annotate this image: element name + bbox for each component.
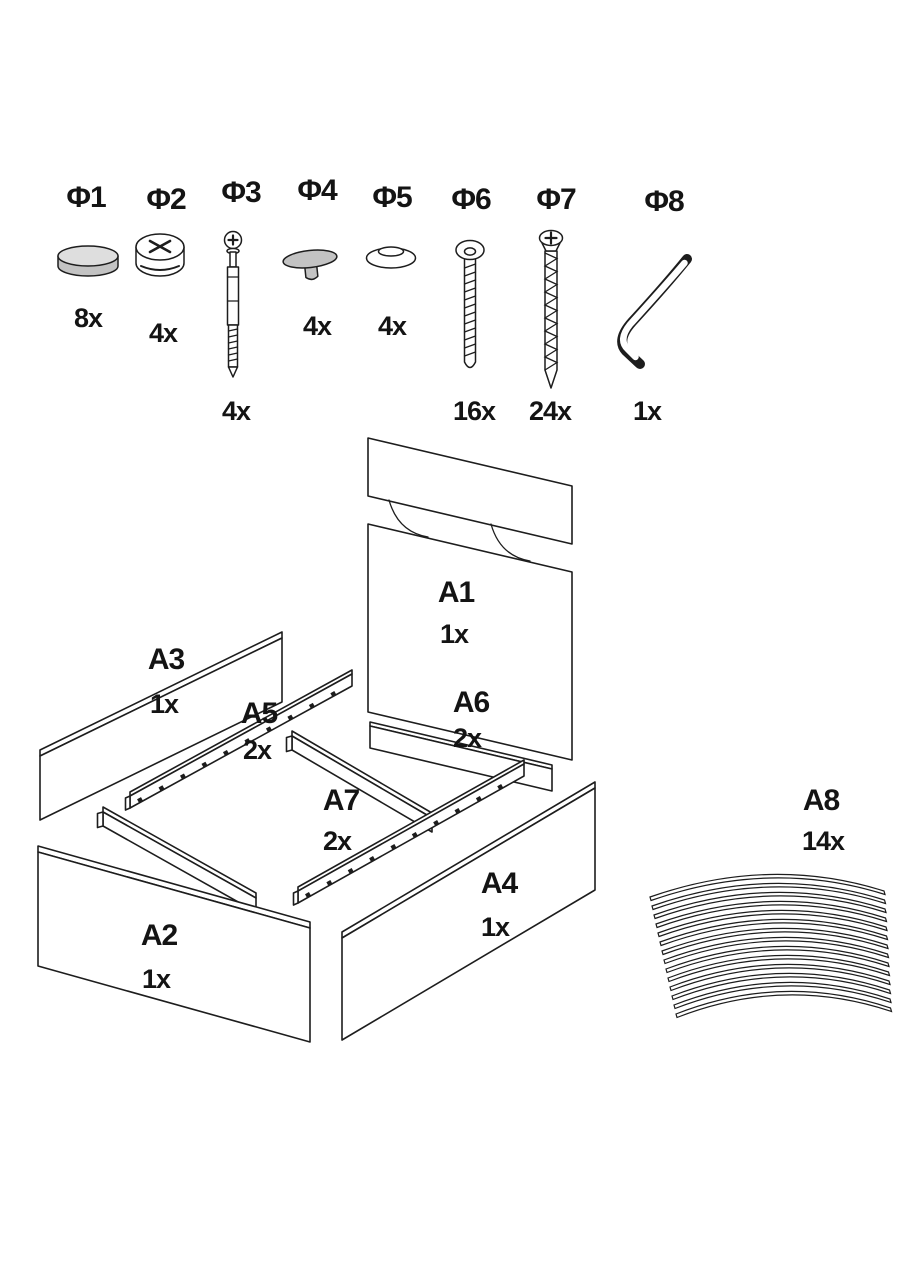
panel-a2-footboard bbox=[37, 845, 311, 1043]
hardware-phi1-label: Φ1 bbox=[66, 181, 106, 214]
hardware-phi2-qty: 4x bbox=[149, 318, 178, 348]
slat bbox=[659, 918, 889, 947]
panel-a5-label: A5 bbox=[241, 697, 278, 730]
slat bbox=[661, 927, 889, 956]
slat bbox=[651, 882, 887, 911]
hardware-phi4-label: Φ4 bbox=[297, 174, 338, 207]
slat bbox=[673, 981, 892, 1010]
slat bbox=[667, 954, 891, 983]
panel-a2-label: A2 bbox=[141, 919, 178, 952]
hardware-phi8-qty: 1x bbox=[633, 396, 662, 426]
slat bbox=[649, 873, 886, 902]
round-cover-cap-icon bbox=[57, 245, 119, 277]
panel-a6-label: A6 bbox=[453, 686, 490, 719]
slat bbox=[665, 945, 890, 974]
hardware-phi8-label: Φ8 bbox=[644, 185, 684, 218]
slat bbox=[663, 936, 890, 965]
hardware-phi7-label: Φ7 bbox=[536, 183, 576, 216]
hardware-phi7-qty: 24x bbox=[529, 396, 572, 426]
beam-a7-1 bbox=[285, 730, 433, 833]
hardware-phi6-label: Φ6 bbox=[451, 183, 491, 216]
panel-a3-side-rail bbox=[39, 631, 283, 821]
panel-a4-qty: 1x bbox=[481, 912, 510, 942]
slat bbox=[669, 963, 891, 992]
panel-a4-side-rail bbox=[341, 781, 596, 1041]
slat bbox=[671, 972, 892, 1001]
panel-a7-qty: 2x bbox=[323, 826, 352, 856]
push-cap-icon bbox=[282, 249, 338, 281]
panel-a8-label: A8 bbox=[803, 784, 840, 817]
hardware-phi3-label: Φ3 bbox=[221, 176, 261, 209]
hardware-phi1-qty: 8x bbox=[74, 303, 103, 333]
hardware-phi5-label: Φ5 bbox=[372, 181, 412, 214]
panel-a8-slats bbox=[649, 873, 893, 1019]
slat bbox=[675, 990, 893, 1019]
panel-a5-qty: 2x bbox=[243, 735, 272, 765]
panel-a1-label: A1 bbox=[438, 576, 475, 609]
slat bbox=[657, 909, 888, 938]
flathead-bolt-icon bbox=[455, 239, 485, 369]
rail-a5-slat-rail-2 bbox=[292, 759, 525, 906]
hardware-phi5-qty: 4x bbox=[378, 311, 407, 341]
rail-a5-slat-rail-1 bbox=[124, 669, 353, 811]
panel-a3-qty: 1x bbox=[150, 689, 179, 719]
hardware-phi4-qty: 4x bbox=[303, 311, 332, 341]
panel-a8-qty: 14x bbox=[802, 826, 845, 856]
hardware-phi2-label: Φ2 bbox=[146, 183, 186, 216]
slat bbox=[655, 900, 888, 929]
hardware-phi3-qty: 4x bbox=[222, 396, 251, 426]
labels: Φ1 8x Φ2 4x Φ3 4x Φ4 4x Φ5 4x Φ6 16x Φ7 … bbox=[66, 174, 846, 994]
panel-a1-headboard bbox=[367, 437, 573, 761]
slat bbox=[653, 891, 887, 920]
hardware-phi6-qty: 16x bbox=[453, 396, 496, 426]
allen-key-icon bbox=[617, 254, 692, 369]
wood-screw-icon bbox=[538, 229, 564, 389]
panel-a7-label: A7 bbox=[323, 784, 360, 817]
cam-bolt-icon bbox=[223, 230, 243, 378]
cover-cap-icon bbox=[365, 246, 417, 269]
panel-a2-qty: 1x bbox=[142, 964, 171, 994]
panel-a4-label: A4 bbox=[481, 867, 519, 900]
cam-lock-icon bbox=[135, 233, 185, 277]
panel-a3-label: A3 bbox=[148, 643, 185, 676]
panel-a6-qty: 2x bbox=[453, 723, 482, 753]
panel-a1-qty: 1x bbox=[440, 619, 469, 649]
